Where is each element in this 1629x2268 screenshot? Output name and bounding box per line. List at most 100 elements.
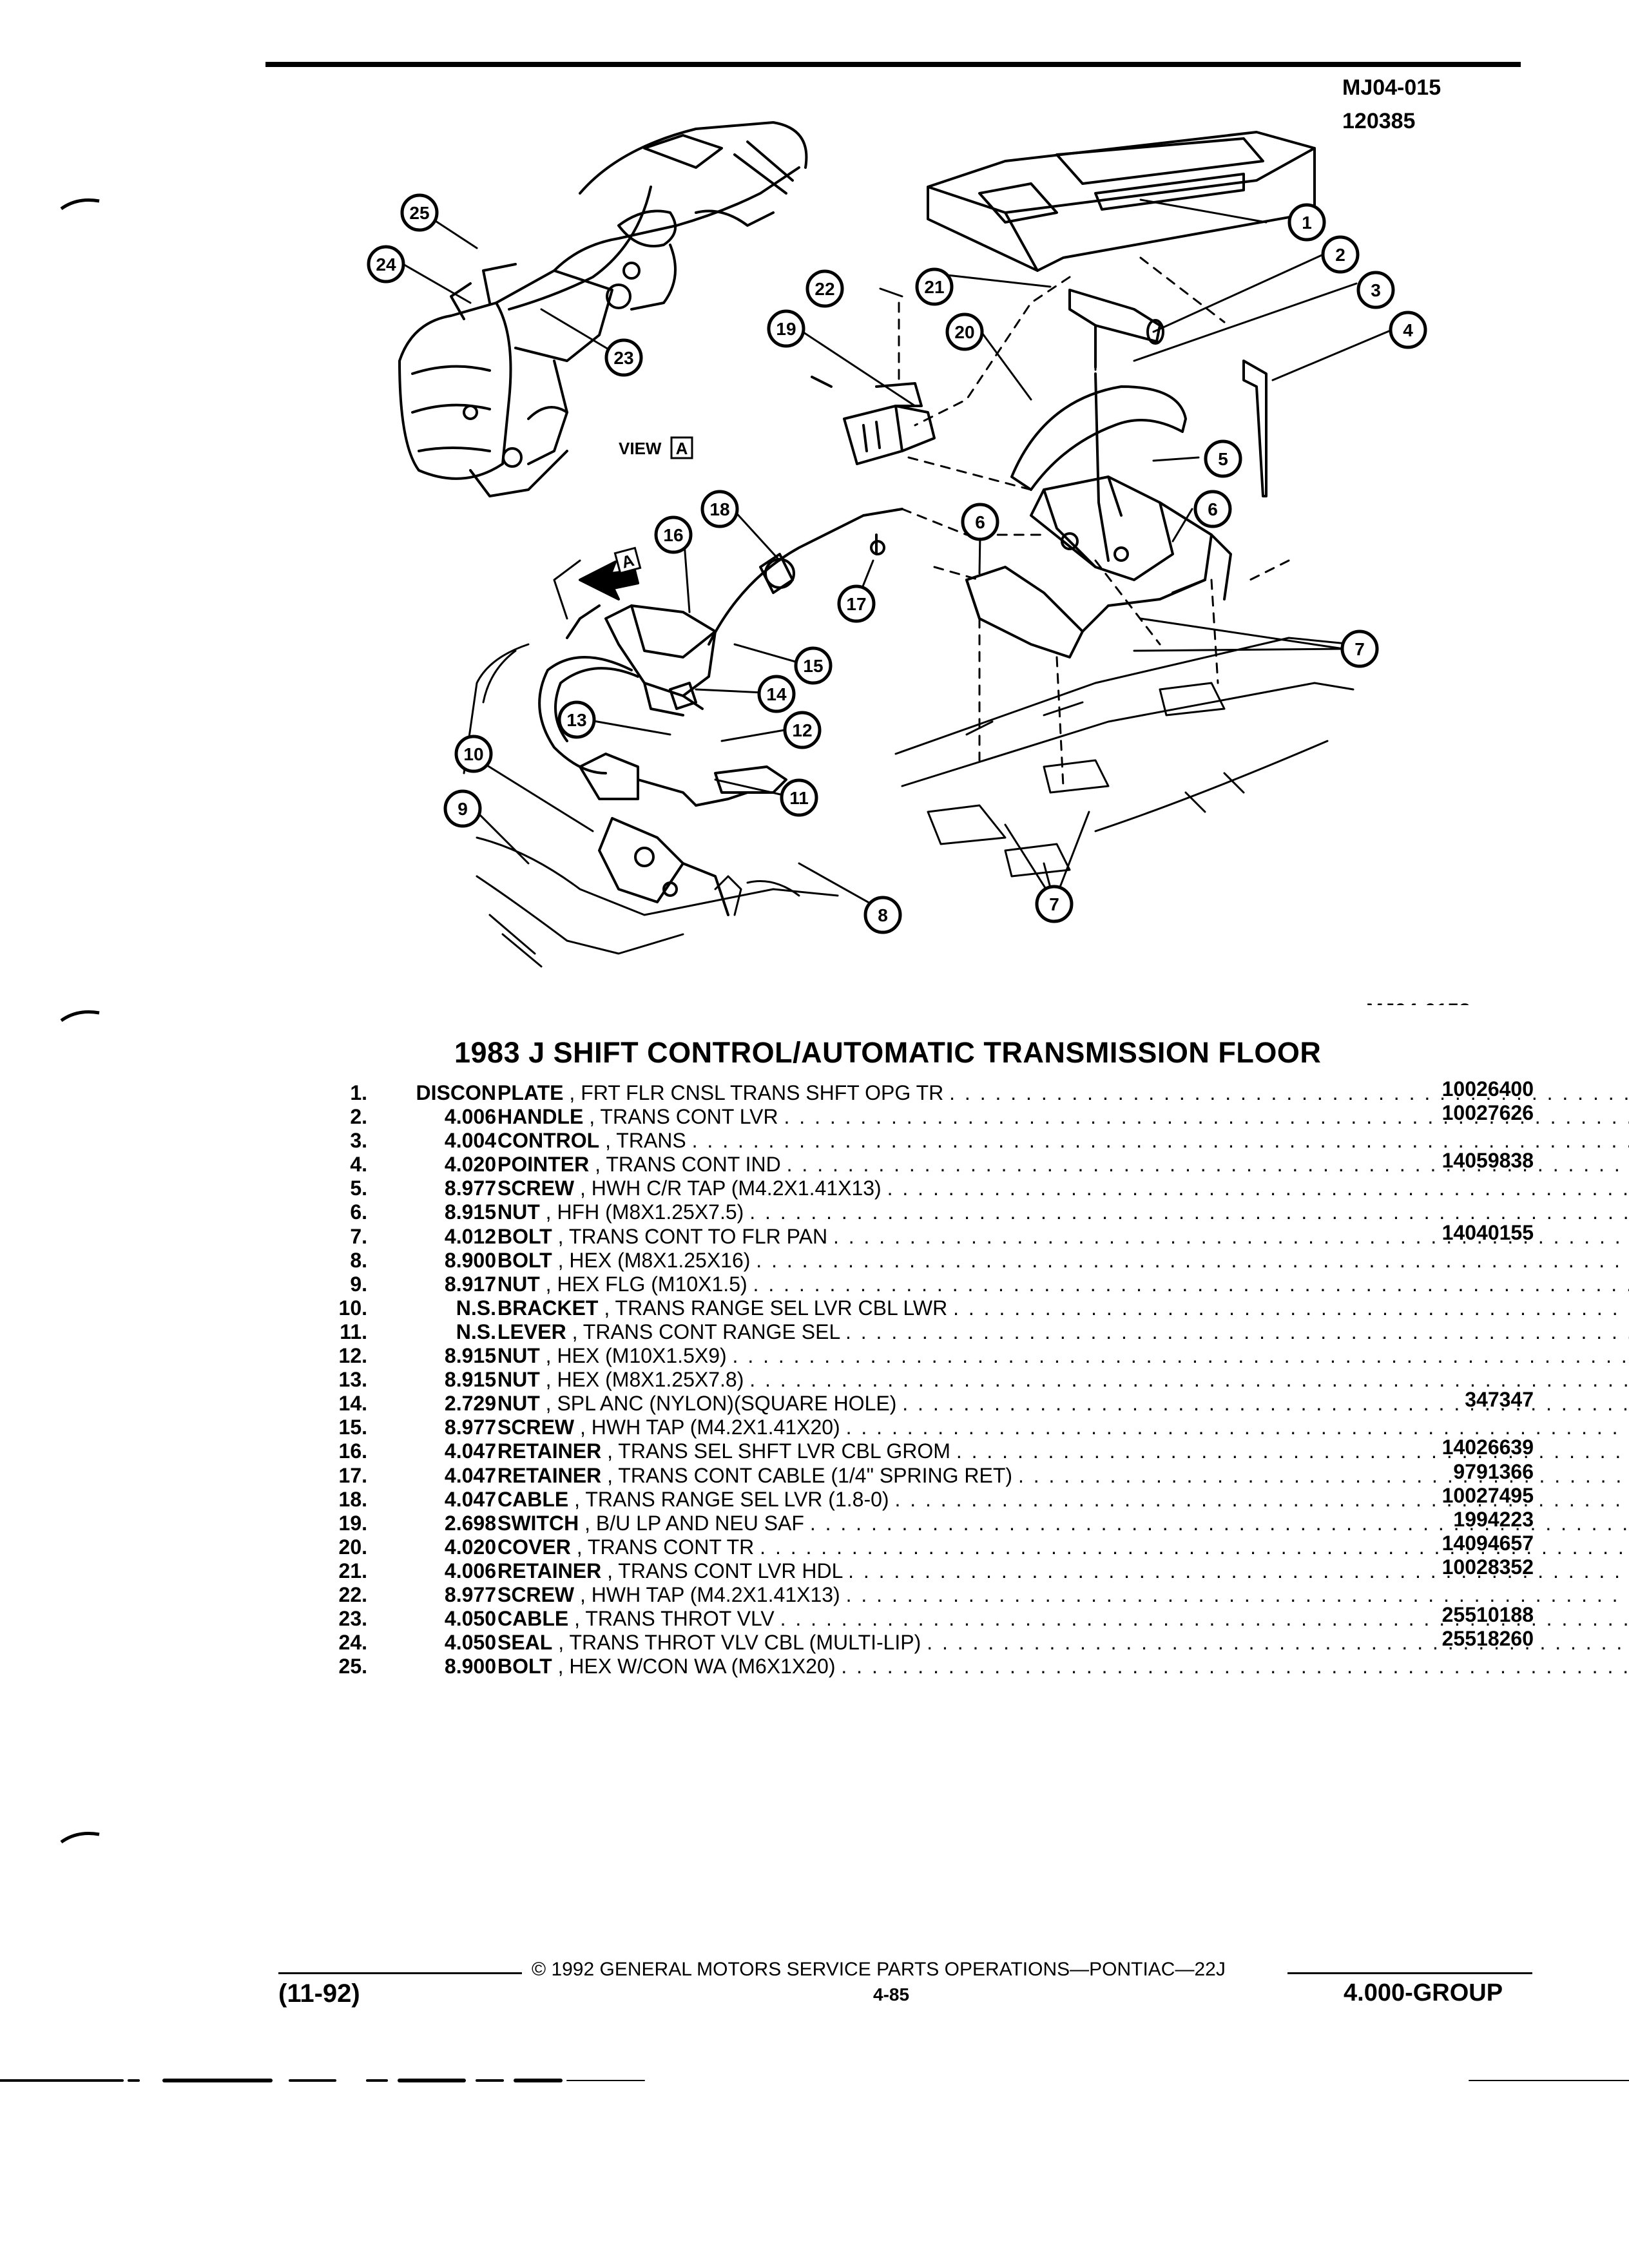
part-description: NUT , HFH (M8X1.25X7.5) . . . . . . . . … bbox=[497, 1200, 1629, 1224]
item-number: 22. bbox=[338, 1582, 367, 1606]
callout-label: 6 bbox=[975, 512, 985, 532]
part-name: PLATE bbox=[497, 1081, 564, 1104]
part-detail: , HFH (M8X1.25X7.5) bbox=[545, 1200, 744, 1224]
part-description: BOLT , HEX (M8X1.25X16) . . . . . . . . … bbox=[497, 1248, 1629, 1272]
group-number: DISCON bbox=[416, 1081, 496, 1104]
item-number: 9. bbox=[350, 1272, 367, 1296]
illustration-date-code: 120385 bbox=[1342, 109, 1416, 133]
callout-label: 25 bbox=[409, 203, 429, 223]
part-number: 14026639 bbox=[1441, 1436, 1534, 1459]
part-detail: , TRANS CONT LVR bbox=[589, 1105, 778, 1129]
part-name: SEAL bbox=[497, 1631, 553, 1655]
part-detail: , B/U LP AND NEU SAF bbox=[584, 1511, 804, 1535]
callout-label: 3 bbox=[1371, 280, 1381, 300]
part-detail: , HWH TAP (M4.2X1.41X13) bbox=[580, 1582, 840, 1606]
group-number: 4.012 bbox=[444, 1224, 496, 1248]
group-number: 8.977 bbox=[444, 1582, 496, 1606]
item-number: 5. bbox=[350, 1177, 367, 1200]
item-number: 19. bbox=[338, 1511, 367, 1535]
callout-label: 7 bbox=[1354, 639, 1365, 659]
part-description: RETAINER , TRANS SEL SHFT LVR CBL GROM .… bbox=[497, 1439, 1629, 1463]
group-label: 4.000-GROUP bbox=[1344, 1979, 1503, 2006]
part-description: SCREW , HWH TAP (M4.2X1.41X13) . . . . .… bbox=[497, 1582, 1629, 1606]
part-name: HANDLE bbox=[497, 1105, 584, 1129]
part-description: SEAL , TRANS THROT VLV CBL (MULTI-LIP) .… bbox=[497, 1631, 1629, 1655]
callout-label: 14 bbox=[766, 684, 787, 704]
group-number: N.S. bbox=[456, 1296, 496, 1320]
part-detail: , FRT FLR CNSL TRANS SHFT OPG TR bbox=[569, 1081, 944, 1104]
footer-rule-right bbox=[1287, 1972, 1532, 1974]
part-detail: , HEX FLG (M10X1.5) bbox=[545, 1272, 747, 1296]
callout-label: 15 bbox=[803, 656, 823, 676]
callout-circles bbox=[367, 193, 1427, 934]
part-name: NUT bbox=[497, 1272, 540, 1296]
part-detail: , TRANS THROT VLV CBL (MULTI-LIP) bbox=[558, 1631, 921, 1655]
group-number: 4.020 bbox=[444, 1153, 496, 1177]
part-number: 14040155 bbox=[1441, 1220, 1534, 1244]
part-detail: , TRANS bbox=[605, 1129, 686, 1153]
exploded-view-diagram: 1 2 3 4 5 6 6 7 7 8 9 10 11 12 13 14 15 … bbox=[367, 121, 1470, 1005]
callout-label: 19 bbox=[776, 319, 796, 339]
margin-mark bbox=[60, 1010, 100, 1023]
chassis-art bbox=[463, 559, 839, 968]
callout-label: 4 bbox=[1403, 320, 1413, 340]
cover-art bbox=[1010, 385, 1187, 491]
part-detail: , HWH TAP (M4.2X1.41X20) bbox=[580, 1416, 840, 1439]
part-name: CONTROL bbox=[497, 1129, 600, 1153]
part-detail: , HEX (M8X1.25X7.8) bbox=[545, 1368, 744, 1392]
callout-label: 5 bbox=[1218, 449, 1228, 469]
group-number: 4.047 bbox=[444, 1487, 496, 1511]
part-detail: , HEX (M10X1.5X9) bbox=[545, 1344, 727, 1368]
part-description: COVER , TRANS CONT TR . . . . . . . . . … bbox=[497, 1535, 1629, 1559]
part-description: BRACKET , TRANS RANGE SEL LVR CBL LWR . … bbox=[497, 1296, 1629, 1320]
part-number: 10027626 bbox=[1441, 1101, 1534, 1125]
part-detail: , TRANS CONT RANGE SEL bbox=[572, 1320, 840, 1343]
callout-label: 18 bbox=[709, 499, 729, 519]
floor-pan-art bbox=[894, 637, 1354, 878]
item-number: 7. bbox=[350, 1224, 367, 1248]
part-detail: , TRANS CONT LVR HDL bbox=[607, 1559, 843, 1582]
part-description: RETAINER , TRANS CONT LVR HDL . . . . . … bbox=[497, 1559, 1629, 1582]
pointer-art bbox=[1242, 360, 1268, 497]
part-number: 9791366 bbox=[1453, 1459, 1534, 1483]
top-rule bbox=[265, 62, 1521, 67]
part-name: POINTER bbox=[497, 1153, 590, 1177]
part-name: BOLT bbox=[497, 1248, 552, 1272]
part-description: SWITCH , B/U LP AND NEU SAF . . . . . . … bbox=[497, 1511, 1629, 1535]
callout-numbers: 1 2 3 4 5 6 6 7 7 8 9 10 11 12 13 14 15 … bbox=[376, 203, 1413, 925]
callout-label: 7 bbox=[1049, 894, 1059, 914]
part-detail: , HEX W/CON WA (M6X1X20) bbox=[557, 1655, 836, 1678]
part-name: RETAINER bbox=[497, 1463, 602, 1487]
part-name: COVER bbox=[497, 1535, 571, 1559]
part-number: 10028352 bbox=[1441, 1555, 1534, 1579]
part-name: NUT bbox=[497, 1344, 540, 1368]
item-number: 6. bbox=[350, 1200, 367, 1224]
part-name: BOLT bbox=[497, 1224, 552, 1248]
part-detail: , TRANS RANGE SEL LVR CBL LWR bbox=[604, 1296, 948, 1320]
control-assembly-art bbox=[965, 372, 1232, 658]
callout-label: 16 bbox=[663, 525, 683, 545]
part-name: BOLT bbox=[497, 1655, 552, 1678]
console-plate-art bbox=[927, 131, 1316, 272]
item-number: 21. bbox=[338, 1559, 367, 1582]
part-number: 14094657 bbox=[1441, 1531, 1534, 1555]
part-name: SCREW bbox=[497, 1177, 575, 1200]
part-name: CABLE bbox=[497, 1487, 569, 1511]
callout-label: 23 bbox=[613, 348, 633, 368]
group-number: 4.006 bbox=[444, 1559, 496, 1582]
